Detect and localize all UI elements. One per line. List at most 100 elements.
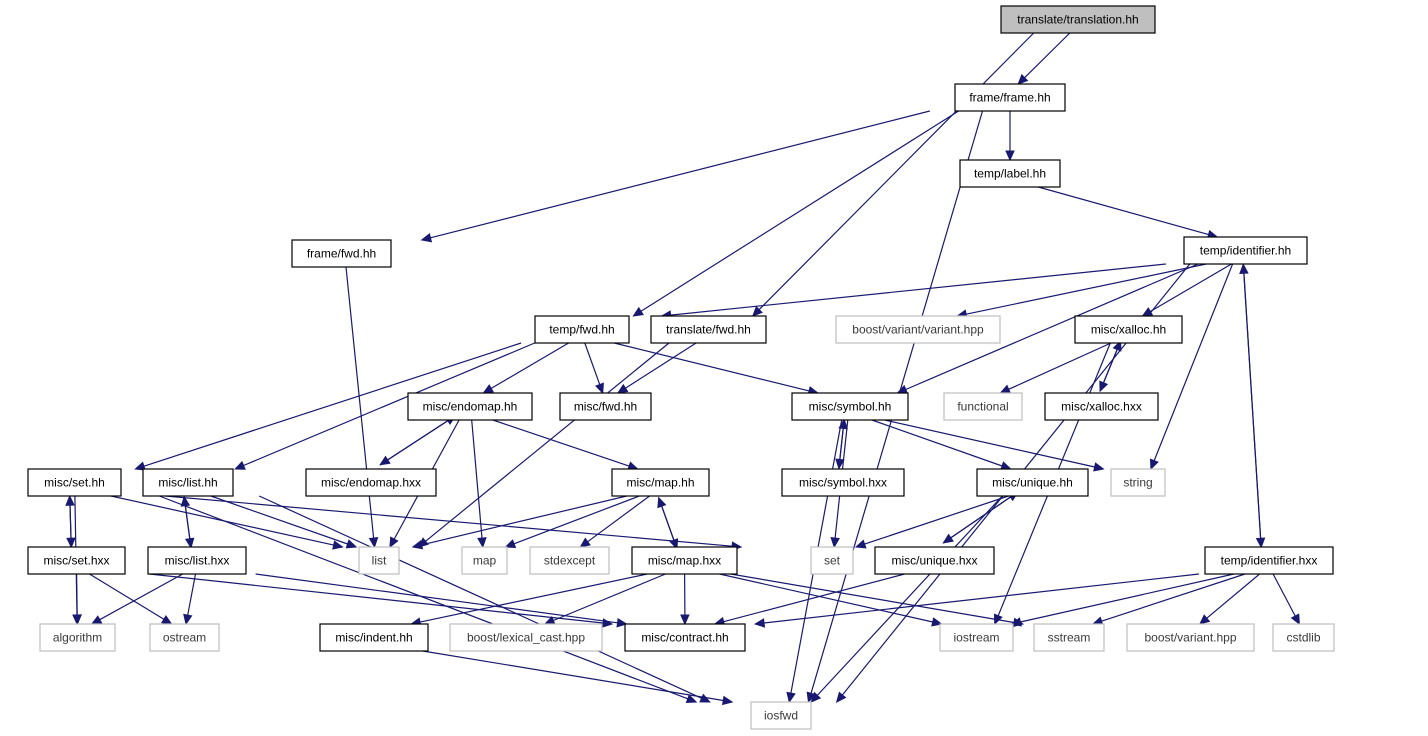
edge-xallochxx-to-xalloc xyxy=(1099,349,1118,392)
edge-maphh-to-list xyxy=(421,495,627,546)
edge-identifier-to-string xyxy=(1153,263,1234,461)
node-symbolhxx[interactable]: misc/symbol.hxx xyxy=(781,468,905,497)
edge-translatefwd-to-miscfwd xyxy=(625,342,697,389)
node-box xyxy=(874,546,995,575)
node-box xyxy=(461,546,508,575)
node-frame[interactable]: frame/frame.hh xyxy=(954,83,1066,112)
node-label: misc/symbol.hh xyxy=(809,400,892,414)
node-box xyxy=(1272,623,1335,652)
arrowhead-sethxx-to-algorithm xyxy=(72,614,82,626)
node-tempfwd[interactable]: temp/fwd.hh xyxy=(534,315,630,344)
arrowhead-listhxx-to-ostream xyxy=(183,613,193,626)
node-cstdlib: cstdlib xyxy=(1272,623,1335,652)
node-label: sstream xyxy=(1048,631,1091,645)
edge-maphxx-to-indent xyxy=(419,573,648,623)
edge-frame-to-tempfwd xyxy=(640,110,959,312)
arrowhead-sethxx-to-set xyxy=(65,494,75,506)
node-setsys: set xyxy=(810,546,854,575)
edge-symbolhxx-to-symbol xyxy=(838,428,844,469)
node-stdexcept: stdexcept xyxy=(529,546,610,575)
arrowhead-tempfwd-to-endomap xyxy=(482,384,495,394)
node-map: map xyxy=(461,546,508,575)
node-listhh[interactable]: misc/list.hh xyxy=(142,468,234,497)
node-symbol[interactable]: misc/symbol.hh xyxy=(791,392,909,421)
node-indent[interactable]: misc/indent.hh xyxy=(319,623,429,652)
node-miscfwd[interactable]: misc/fwd.hh xyxy=(559,392,652,421)
node-box xyxy=(534,315,630,344)
edge-identifier-to-tempfwd xyxy=(670,263,1166,316)
node-set[interactable]: misc/set.hh xyxy=(27,468,122,497)
edge-uniquehxx-to-contract xyxy=(723,573,905,623)
node-xalloc[interactable]: misc/xalloc.hh xyxy=(1074,315,1183,344)
node-box xyxy=(449,623,603,652)
node-label: cstdlib xyxy=(1286,631,1320,645)
node-identifierhxx[interactable]: temp/identifier.hxx xyxy=(1204,546,1334,575)
node-label: misc/xalloc.hxx xyxy=(1061,400,1142,414)
edge-endomap-to-map xyxy=(471,419,483,539)
arrowhead-identifierhxx-to-identifier xyxy=(1239,263,1249,275)
node-iosfwd: iosfwd xyxy=(750,701,812,730)
node-variant_hpp: boost/variant/variant.hpp xyxy=(835,315,1001,344)
node-box xyxy=(954,83,1066,112)
edge-translatefwd-to-list xyxy=(425,342,670,542)
node-sethxx[interactable]: misc/set.hxx xyxy=(27,546,126,575)
edge-identifierhxx-to-contract xyxy=(763,573,1199,624)
arrowhead-endomap-to-map xyxy=(477,537,487,549)
node-box xyxy=(291,239,392,268)
edge-endomaphxx-to-endomap xyxy=(379,420,449,466)
node-maphxx[interactable]: misc/map.hxx xyxy=(631,546,738,575)
node-box xyxy=(559,392,652,421)
node-maphh[interactable]: misc/map.hh xyxy=(611,468,710,497)
arrowhead-identifier-to-iosfwd xyxy=(835,691,847,703)
node-label: misc/unique.hh xyxy=(992,476,1073,490)
node-box xyxy=(27,546,126,575)
edge-identifierhxx-to-cstdlib xyxy=(1272,573,1296,617)
node-unique[interactable]: misc/unique.hh xyxy=(976,468,1089,497)
node-endomap[interactable]: misc/endomap.hh xyxy=(407,392,533,421)
node-contract[interactable]: misc/contract.hh xyxy=(624,623,746,652)
node-box xyxy=(943,392,1023,421)
arrowhead-sethxx-to-ostream xyxy=(160,614,173,625)
node-listhxx[interactable]: misc/list.hxx xyxy=(147,546,247,575)
node-box xyxy=(1044,392,1159,421)
node-label: frame/fwd.hh xyxy=(307,247,376,261)
node-box xyxy=(631,546,738,575)
node-translatefwd[interactable]: translate/fwd.hh xyxy=(650,315,767,344)
node-box xyxy=(1110,468,1166,497)
arrowhead-symbol-to-iosfwd xyxy=(786,691,796,704)
node-framefwd[interactable]: frame/fwd.hh xyxy=(291,239,392,268)
node-endomaphxx[interactable]: misc/endomap.hxx xyxy=(305,468,437,497)
node-label[interactable]: temp/label.hh xyxy=(959,159,1061,188)
arrowhead-tempfwd-to-set xyxy=(134,461,146,471)
node-xallochxx[interactable]: misc/xalloc.hxx xyxy=(1044,392,1159,421)
arrowhead-endomap-to-list xyxy=(389,536,399,549)
edge-maphxx-to-iostream xyxy=(719,573,933,623)
node-box xyxy=(835,315,1001,344)
edge-xalloc-to-functional xyxy=(1008,342,1112,390)
node-box xyxy=(1033,623,1105,652)
node-translation[interactable]: translate/translation.hh xyxy=(1000,5,1156,34)
node-box xyxy=(624,623,746,652)
arrowhead-unique-to-setsys xyxy=(854,539,867,549)
node-label: translate/translation.hh xyxy=(1017,13,1138,27)
arrowhead-sethxx-to-contract xyxy=(602,618,614,628)
arrowhead-maphxx-to-maphh xyxy=(657,496,667,509)
edge-identifierhxx-to-boostvariant xyxy=(1206,573,1260,619)
arrowhead-symbol-to-string xyxy=(1093,462,1105,472)
arrowhead-xalloc-to-functional xyxy=(999,384,1012,394)
node-uniquehxx[interactable]: misc/unique.hxx xyxy=(874,546,995,575)
node-box xyxy=(810,546,854,575)
node-lexical_cast: boost/lexical_cast.hpp xyxy=(449,623,603,652)
edge-listhxx-to-contract xyxy=(255,573,618,624)
nodes-layer: translate/translation.hh frame/frame.hh te… xyxy=(27,5,1335,730)
arrowhead-translatefwd-to-miscfwd xyxy=(616,383,629,394)
node-label: algorithm xyxy=(53,631,102,645)
edge-translation-to-frame xyxy=(1024,32,1071,79)
arrowhead-listhxx-to-algorithm xyxy=(90,615,103,625)
edge-identifier-to-xalloc xyxy=(1149,263,1232,313)
arrowhead-listhh-to-list xyxy=(345,539,358,549)
edge-symbol-to-unique xyxy=(871,419,1003,467)
arrowhead-frame-to-label xyxy=(1005,150,1015,162)
node-sstream: sstream xyxy=(1033,623,1105,652)
node-identifier[interactable]: temp/identifier.hh xyxy=(1183,236,1308,265)
